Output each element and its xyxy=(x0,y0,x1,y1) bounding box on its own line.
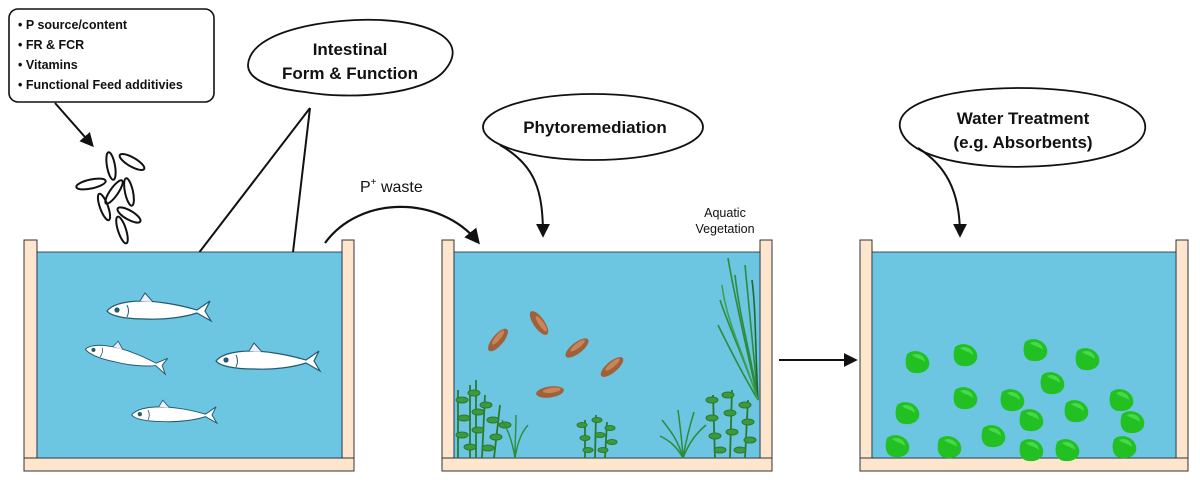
tank-water xyxy=(36,251,343,459)
phytoremediation-arrow xyxy=(499,144,550,238)
feed-pellet xyxy=(115,215,129,245)
water-treatment-callout: Water Treatment (e.g. Absorbents) xyxy=(899,87,1146,168)
intestinal-callout-line1: Intestinal xyxy=(313,40,388,59)
feed-pellet xyxy=(123,177,135,207)
feed-item-1: • P source/content xyxy=(18,18,128,32)
tank-wall-right xyxy=(341,239,355,471)
waste-label: P+ waste xyxy=(360,177,423,196)
phytoremediation-callout: Phytoremediation xyxy=(482,93,704,161)
tank-floor xyxy=(23,457,355,472)
feed-pellet xyxy=(75,177,107,191)
bushy-plant xyxy=(455,380,512,459)
grass-plant xyxy=(501,414,529,459)
feed-item-2: • FR & FCR xyxy=(18,38,84,52)
tank-floor xyxy=(441,457,773,472)
water-treatment-callout-line2: (e.g. Absorbents) xyxy=(953,133,1092,152)
feed-pellets xyxy=(75,151,146,245)
feed-arrow xyxy=(54,102,94,148)
tall-grass-plant xyxy=(717,257,759,401)
feed-pellet xyxy=(116,206,142,224)
waste-transfer-arrow xyxy=(324,205,480,245)
water-treatment-arrow xyxy=(917,147,967,238)
tank-wall-left xyxy=(441,239,455,471)
grass-plant xyxy=(659,409,707,459)
tank-wall-right xyxy=(759,239,773,471)
feed-pellet xyxy=(118,152,146,172)
tank-wall-left xyxy=(859,239,873,471)
intestinal-callout: Intestinal Form & Function xyxy=(247,18,454,97)
vegetation-label-line2: Vegetation xyxy=(695,222,754,236)
tank-wall-left xyxy=(23,239,38,471)
treatment-tank xyxy=(859,239,1189,472)
bushy-plant xyxy=(705,389,757,459)
feed-pellet xyxy=(96,192,112,222)
tank-wall-right xyxy=(1175,239,1189,471)
phytoremediation-callout-text: Phytoremediation xyxy=(523,118,667,137)
bushy-plant xyxy=(576,414,618,459)
tank-floor xyxy=(859,457,1189,472)
feed-pellet xyxy=(105,151,117,181)
fish-tank xyxy=(23,239,355,472)
vegetation-label-line1: Aquatic xyxy=(704,206,746,220)
intestinal-callout-line2: Form & Function xyxy=(282,64,418,83)
water-treatment-callout-line1: Water Treatment xyxy=(957,109,1090,128)
feed-item-4: • Functional Feed additivies xyxy=(18,78,183,92)
feed-item-3: • Vitamins xyxy=(18,58,78,72)
feed-factors-box: • P source/content • FR & FCR • Vitamins… xyxy=(8,8,215,103)
phytoremediation-tank xyxy=(441,239,773,472)
feed-box-border xyxy=(8,8,215,103)
